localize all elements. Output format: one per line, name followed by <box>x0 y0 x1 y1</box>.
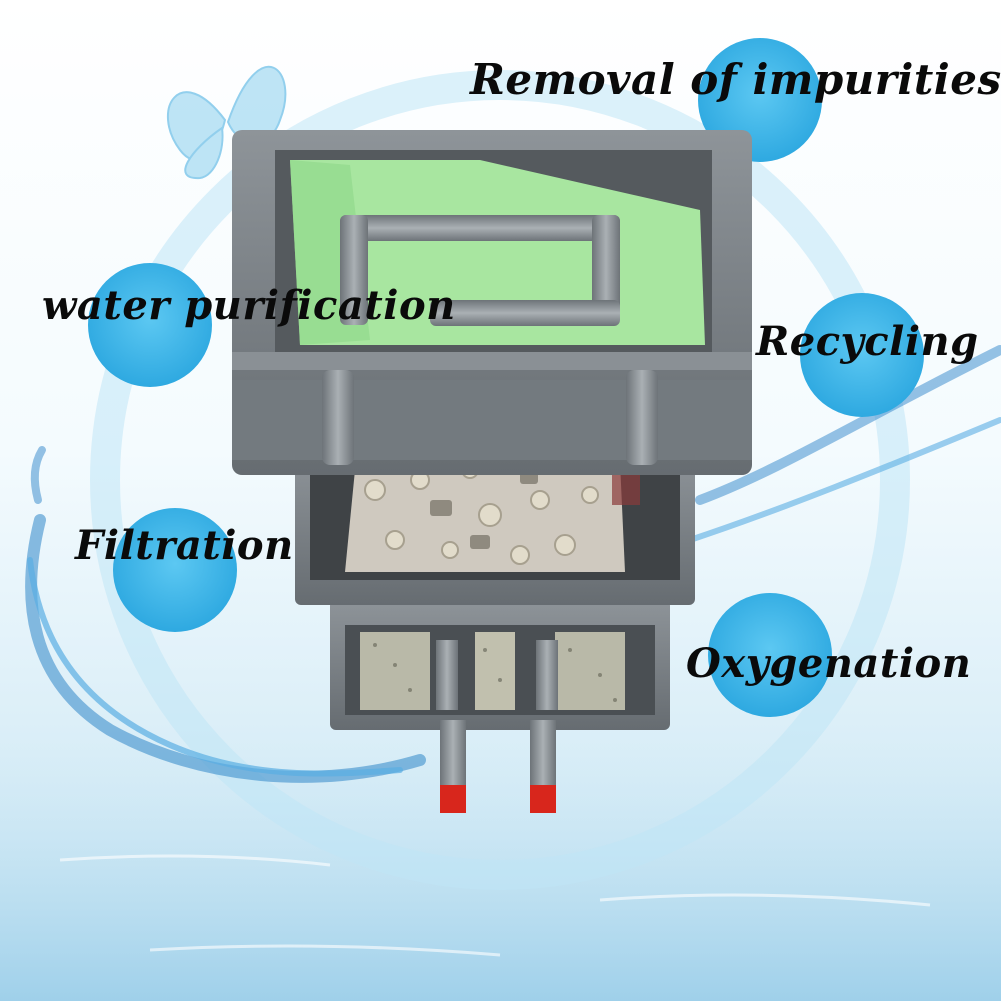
water-splash-right <box>687 345 1001 543</box>
bottom-tank <box>330 600 670 730</box>
label-water-purification: water purification <box>42 282 456 329</box>
label-filtration: Filtration <box>75 522 294 569</box>
middle-tank <box>295 455 695 605</box>
inlet-pipes <box>322 215 658 465</box>
blue-dot-recycling <box>800 293 924 417</box>
blue-dot-oxygen <box>708 593 832 717</box>
butterfly-decoration <box>166 66 287 180</box>
label-recycling: Recycling <box>756 318 979 365</box>
label-oxygenation: Oxygenation <box>686 640 972 687</box>
blue-dot-filtration <box>113 508 237 632</box>
decorative-ring <box>90 70 910 890</box>
blue-dot-water <box>88 263 212 387</box>
outlet-valves <box>440 720 556 813</box>
label-removal-of-impurities: Removal of impurities <box>470 55 1001 104</box>
water-splash-left <box>25 446 426 783</box>
